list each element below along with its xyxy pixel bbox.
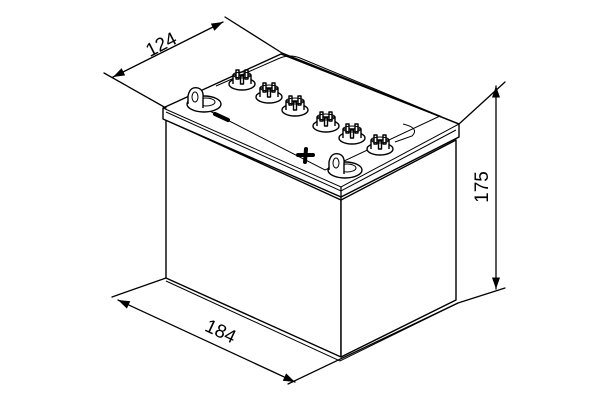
positive-symbol — [296, 147, 315, 164]
dimension-arrow — [112, 21, 224, 78]
extension-line — [103, 72, 167, 109]
extension-line — [111, 277, 167, 298]
lid-panel — [199, 55, 442, 171]
dimension-arrow — [117, 299, 296, 383]
dimension-length — [111, 277, 459, 385]
cell-cap-1 — [228, 69, 256, 91]
dimension-depth — [103, 16, 460, 125]
cell-cap-6 — [366, 134, 394, 156]
cell-cap-5 — [338, 123, 366, 145]
cell-caps — [228, 69, 394, 156]
right-face — [340, 139, 457, 358]
dimension-label-height: 175 — [472, 171, 493, 203]
extension-line — [457, 287, 506, 304]
extension-line — [287, 302, 459, 385]
negative-terminal — [186, 86, 222, 113]
dimension-label-length: 184 — [202, 316, 240, 349]
cell-cap-3 — [281, 95, 309, 117]
extension-line — [281, 52, 460, 125]
cell-cap-4 — [312, 111, 340, 133]
dimension-height — [457, 81, 506, 304]
negative-symbol — [213, 112, 230, 122]
dimension-label-depth: 124 — [143, 28, 181, 61]
extension-line — [458, 81, 506, 125]
positive-terminal — [327, 152, 363, 179]
cell-cap-2 — [255, 82, 283, 104]
extension-line — [224, 16, 283, 54]
